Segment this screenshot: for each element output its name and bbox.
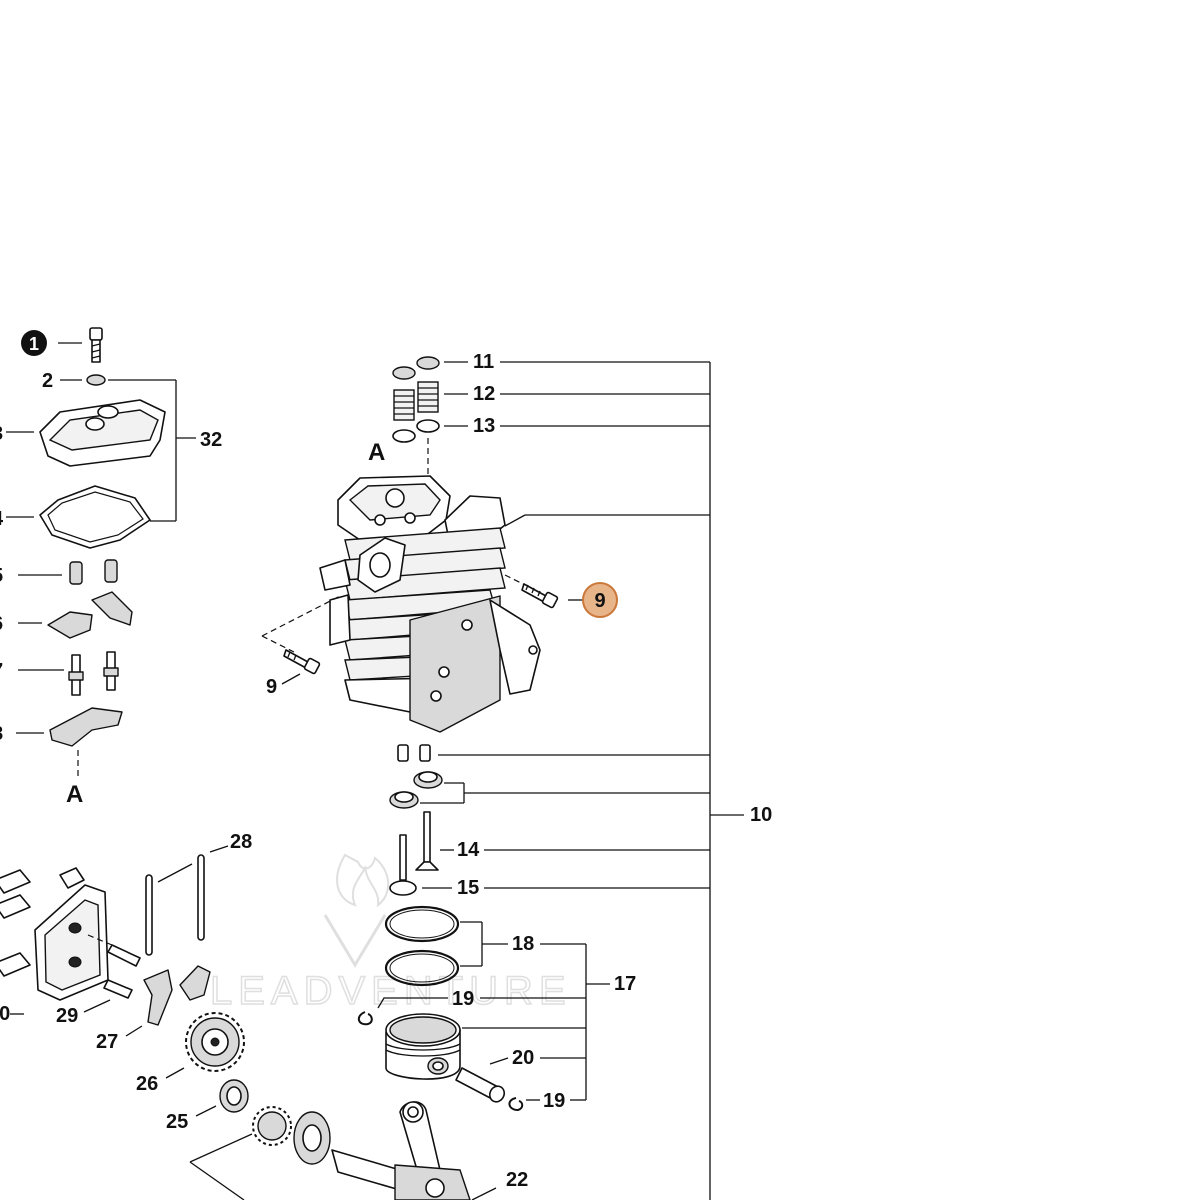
callout-8[interactable]: 8 [0, 723, 3, 745]
connecting-rod-part [331, 1101, 471, 1200]
callout-5[interactable]: 5 [0, 565, 3, 587]
cam-gear-part-26 [185, 1012, 245, 1072]
callout-17[interactable]: 17 [614, 973, 636, 995]
piston-pin-part-20 [455, 1067, 506, 1103]
highlight-marker [582, 582, 618, 618]
cylinder-part [319, 475, 541, 733]
callout-14[interactable]: 14 [457, 839, 480, 861]
rocker-arm-part-6 [47, 591, 133, 639]
section-mark-a-left: A [66, 781, 83, 808]
svg-text:1: 1 [29, 334, 39, 354]
spring-retainer-part-11 [392, 356, 440, 380]
lifter-part-29 [103, 944, 141, 999]
bearing-part-25 [219, 1079, 249, 1113]
callout-15[interactable]: 15 [457, 877, 479, 899]
piston-ring-part-18 [384, 905, 460, 987]
cam-follower-part-27 [143, 965, 211, 1026]
svg-text:9: 9 [594, 590, 605, 612]
guide-plate-part-8 [49, 707, 123, 747]
callout-9[interactable]: 9 [266, 676, 277, 698]
callout-12[interactable]: 12 [473, 383, 495, 405]
callout-27[interactable]: 27 [96, 1031, 118, 1053]
pivot-stud-part-7 [68, 651, 119, 696]
callout-7[interactable]: 7 [0, 660, 3, 682]
valve-part-14 [389, 811, 439, 896]
callout-32[interactable]: 32 [200, 429, 222, 451]
callout-26[interactable]: 26 [136, 1073, 158, 1095]
valve-guide-part [389, 771, 443, 809]
bolt-part-9-right [521, 583, 559, 609]
callout-9-highlighted[interactable]: 9 [582, 582, 618, 618]
callout-1[interactable]: 1 [21, 330, 47, 356]
callout-30[interactable]: 30 [0, 1003, 10, 1025]
piston-part [385, 1013, 461, 1080]
gasket-part-4 [39, 485, 151, 549]
pushrod-part-28 [145, 854, 205, 956]
callout-10[interactable]: 10 [750, 804, 772, 826]
callout-19-bottom[interactable]: 19 [543, 1090, 565, 1112]
bolt-part-9-left [283, 649, 321, 675]
watermark-text: LEADVENTURE [210, 969, 572, 1013]
callout-22[interactable]: 22 [506, 1169, 528, 1191]
crankcase-cover-part-30 [0, 867, 109, 1001]
callout-11[interactable]: 11 [473, 351, 494, 373]
valve-spring-part-12 [393, 381, 439, 421]
washer-part-2 [86, 374, 106, 386]
callout-25[interactable]: 25 [166, 1111, 188, 1133]
callout-13[interactable]: 13 [473, 415, 495, 437]
screw-part-1 [89, 327, 103, 363]
dowel-pin-part [397, 744, 431, 762]
rocker-cover-part-3 [39, 399, 166, 467]
circlip-part-19-bottom [508, 1097, 524, 1112]
circlip-part-19-top [357, 1011, 373, 1026]
callout-2[interactable]: 2 [42, 370, 53, 392]
callout-29[interactable]: 29 [56, 1005, 78, 1027]
spring-seat-part-13 [392, 419, 440, 443]
watermark: LEADVENTURE [209, 853, 572, 1014]
callout-18[interactable]: 18 [512, 933, 534, 955]
callout-28[interactable]: 28 [230, 831, 252, 853]
crank-gear-part [252, 1106, 331, 1165]
section-mark-a-top: A [368, 439, 385, 466]
callout-20[interactable]: 20 [512, 1047, 534, 1069]
callout-6[interactable]: 6 [0, 613, 3, 635]
callout-19-top[interactable]: 19 [452, 988, 474, 1010]
callout-4[interactable]: 4 [0, 508, 4, 530]
adjuster-part-5 [69, 559, 118, 585]
callout-3[interactable]: 3 [0, 423, 3, 445]
